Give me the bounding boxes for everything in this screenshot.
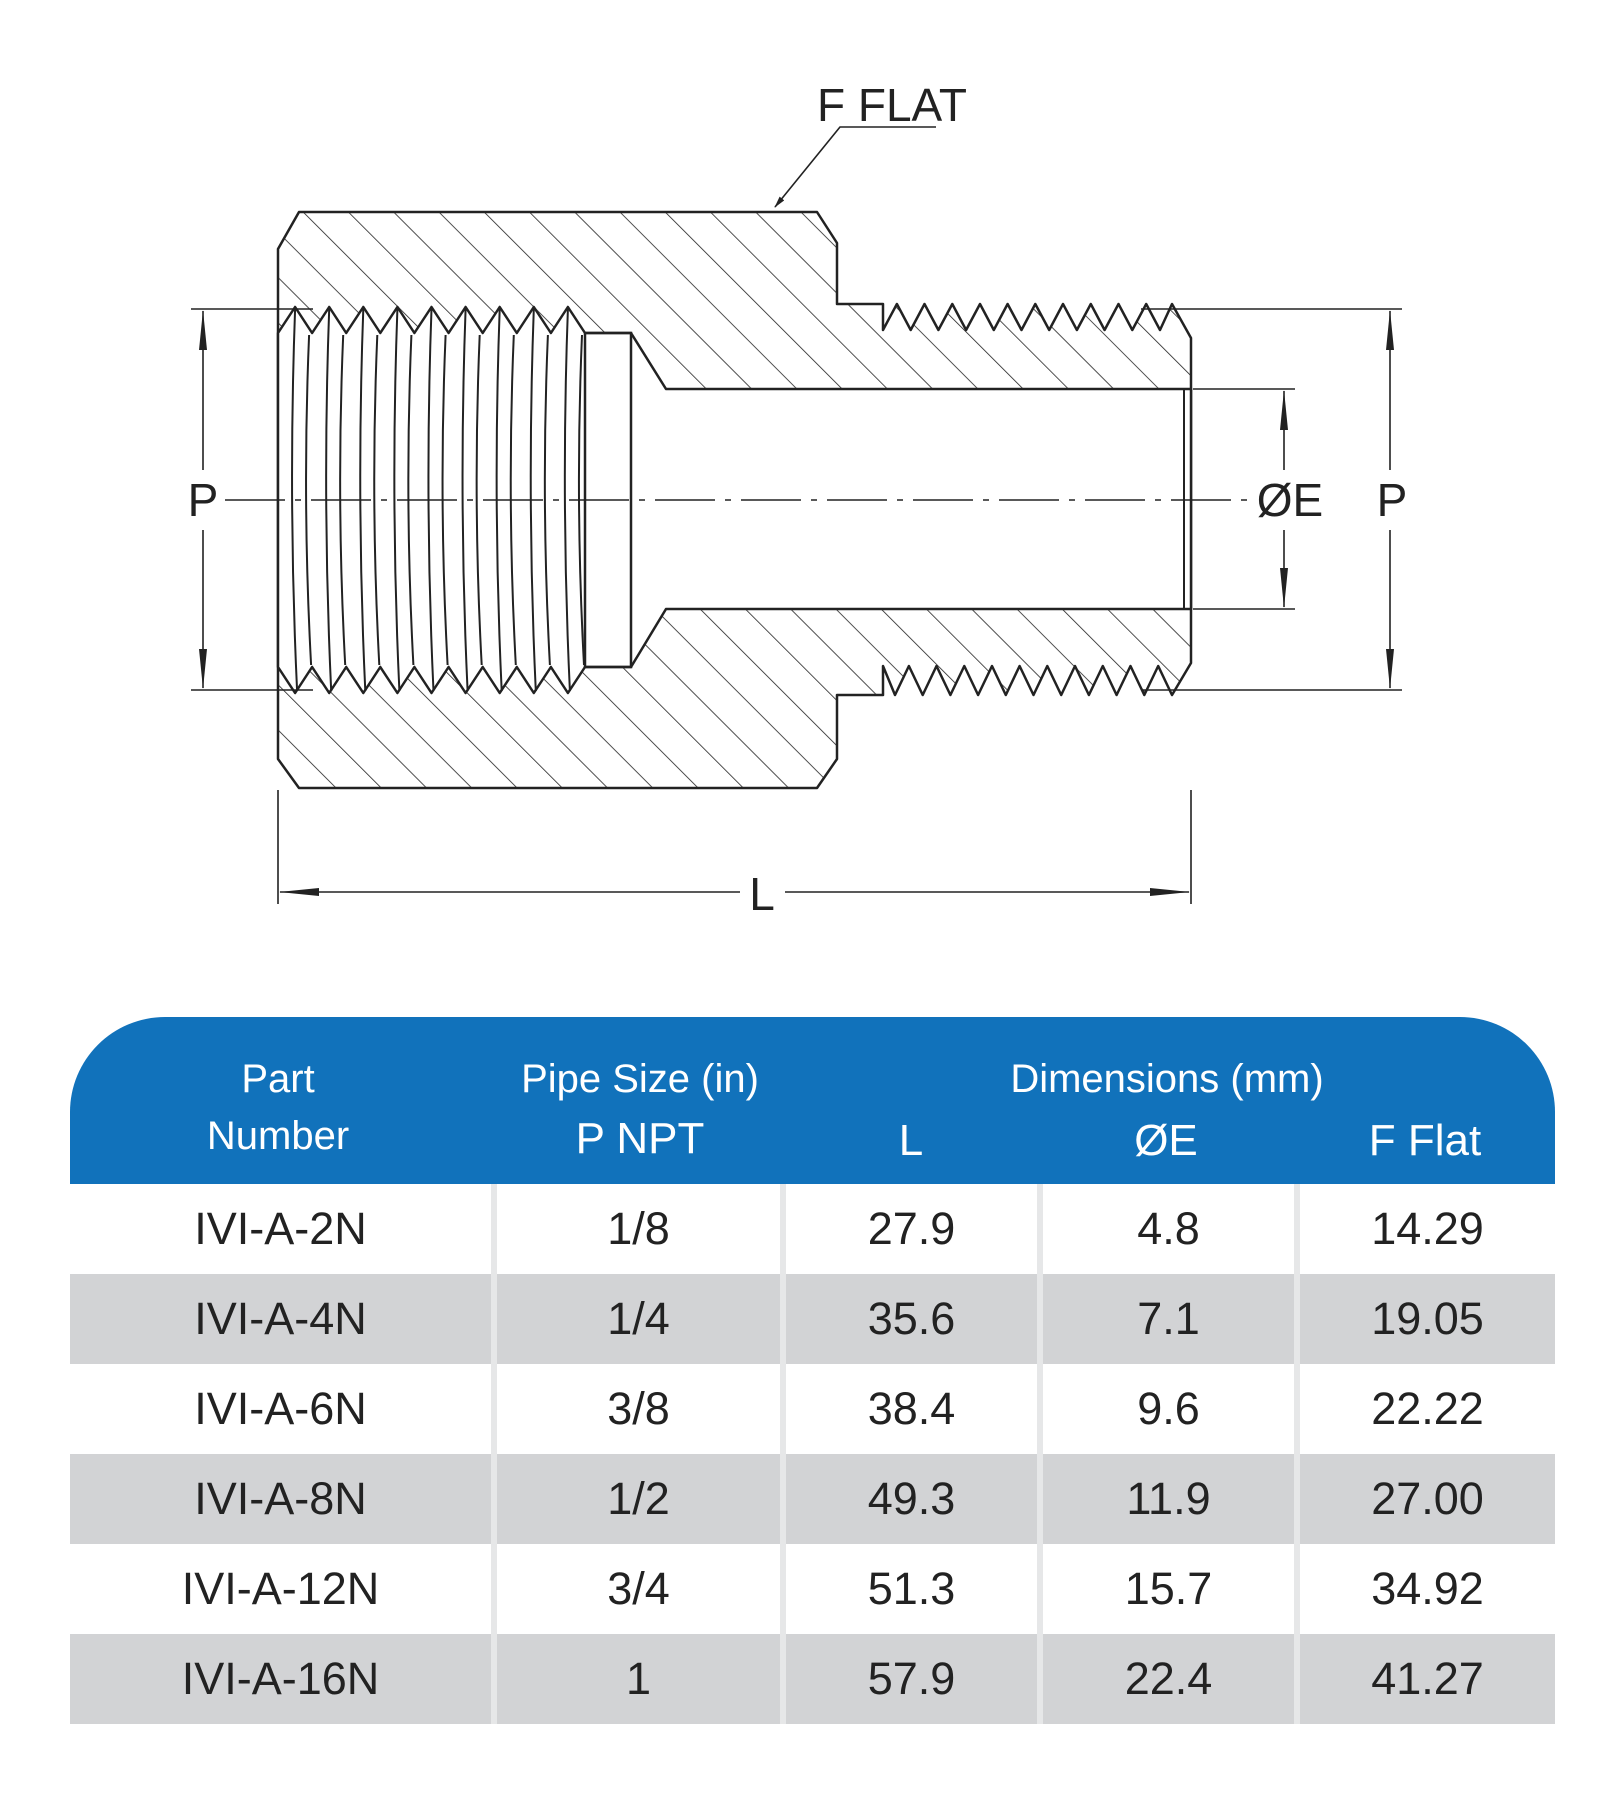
cell-f: 41.27 — [1294, 1634, 1555, 1724]
cell-f: 34.92 — [1294, 1544, 1555, 1634]
dimension-lines — [191, 126, 1402, 904]
cell-p: 1 — [491, 1634, 780, 1724]
p-right-label: P — [1377, 474, 1408, 526]
header-part-line2: Number — [206, 1114, 350, 1158]
cell-f: 19.05 — [1294, 1274, 1555, 1364]
e-diameter-label: ØE — [1257, 474, 1323, 526]
header-pipe-line1: Pipe Size (in) — [521, 1057, 759, 1101]
fitting-bore-cavity — [276, 305, 1193, 695]
cell-f: 22.22 — [1294, 1364, 1555, 1454]
cell-l: 49.3 — [780, 1454, 1037, 1544]
table-header: Part Number Pipe Size (in) P NPT Dimensi… — [70, 1017, 1555, 1184]
cell-e: 7.1 — [1037, 1274, 1294, 1364]
cell-p: 1/4 — [491, 1274, 780, 1364]
cell-part: IVI-A-6N — [194, 1383, 367, 1434]
thread-line — [461, 308, 469, 692]
f-flat-label: F FLAT — [817, 79, 967, 131]
thread-line — [475, 334, 483, 666]
cell-p: 1/8 — [491, 1184, 780, 1274]
thread-line — [563, 308, 571, 692]
fitting-cross-section-drawing: F FLAT P P ØE L — [188, 79, 1408, 920]
cell-l: 27.9 — [780, 1184, 1037, 1274]
header-dimensions: Dimensions (mm) — [1010, 1057, 1324, 1101]
cell-part: IVI-A-2N — [194, 1203, 367, 1254]
thread-line — [393, 308, 401, 692]
header-l: L — [898, 1116, 924, 1165]
cell-part: IVI-A-4N — [70, 1274, 491, 1364]
cell-e: 11.9 — [1037, 1454, 1294, 1544]
cell-part: IVI-A-16N — [70, 1634, 491, 1724]
thread-line — [291, 308, 299, 692]
cell-p: 3/8 — [491, 1364, 780, 1454]
cell-f: 27.00 — [1294, 1454, 1555, 1544]
cell-l: 57.9 — [780, 1634, 1037, 1724]
cell-l: 51.3 — [780, 1544, 1037, 1634]
header-pipe-line2: P NPT — [575, 1114, 705, 1163]
thread-line — [543, 334, 551, 666]
cell-e: 15.7 — [1037, 1544, 1294, 1634]
cell-l: 38.4 — [780, 1364, 1037, 1454]
p-left-label: P — [188, 474, 219, 526]
thread-line — [373, 334, 381, 666]
cell-e: 22.4 — [1037, 1634, 1294, 1724]
l-length-label: L — [749, 868, 775, 920]
header-part-line1: Part — [241, 1057, 315, 1101]
cell-e: 9.6 — [1037, 1364, 1294, 1454]
cell-p: 1/2 — [491, 1454, 780, 1544]
cell-l: 35.6 — [780, 1274, 1037, 1364]
cell-part: IVI-A-8N — [70, 1454, 491, 1544]
thread-line — [305, 334, 313, 666]
cell-e: 4.8 — [1037, 1184, 1294, 1274]
cell-f: 14.29 — [1294, 1184, 1555, 1274]
cell-part: IVI-A-12N — [181, 1563, 380, 1614]
header-e: ØE — [1134, 1116, 1198, 1165]
header-f-flat: F Flat — [1368, 1116, 1482, 1165]
cell-p: 3/4 — [491, 1544, 780, 1634]
dimensions-table: Part Number Pipe Size (in) P NPT Dimensi… — [70, 1017, 1555, 1724]
